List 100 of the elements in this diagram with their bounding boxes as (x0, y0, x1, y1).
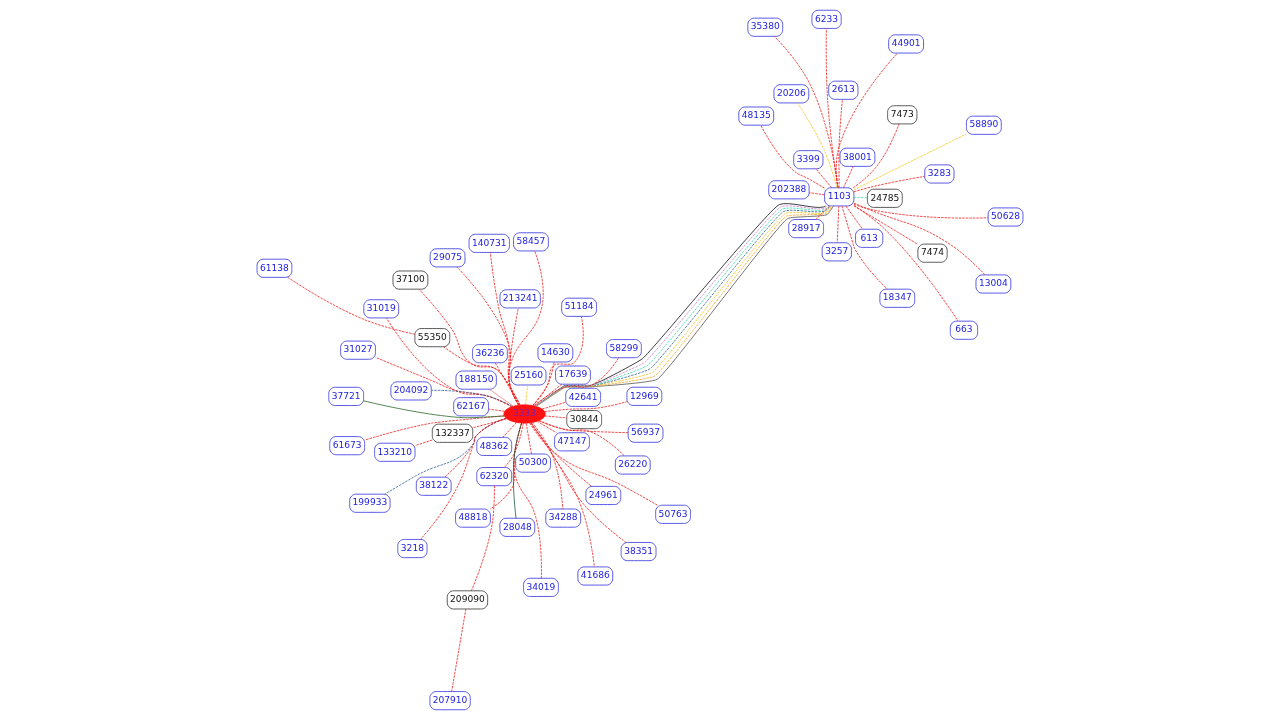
node-box: 7474 (917, 243, 948, 263)
node-box: 17639 (555, 365, 591, 385)
node-box: 38122 (415, 476, 452, 496)
node-box: 199933 (349, 493, 391, 513)
connector (843, 166, 854, 189)
node-box: 13004 (975, 274, 1012, 294)
connector (853, 203, 989, 219)
connector (472, 418, 508, 429)
node-ellipse: 3333 (503, 404, 546, 424)
node-box: 663 (949, 320, 978, 340)
connector (471, 485, 495, 591)
node-box: 2613 (828, 80, 859, 100)
node-box: 202388 (768, 180, 810, 200)
node-box: 37721 (328, 386, 364, 406)
node-box: 47147 (554, 432, 590, 452)
node-box: 188150 (455, 370, 497, 390)
connector (504, 422, 524, 468)
node-box: 209090 (446, 590, 488, 610)
connector (835, 52, 898, 189)
node-box: 31027 (340, 340, 376, 360)
node-box: 3257 (821, 242, 852, 262)
node-box: 204092 (390, 381, 432, 401)
node-box: 3218 (397, 539, 428, 558)
connector (488, 388, 514, 407)
node-box: 56937 (627, 423, 664, 443)
node-box: 36236 (472, 344, 508, 364)
connector (512, 422, 522, 519)
node-box: 6233 (811, 9, 842, 29)
node-box: 48818 (455, 508, 491, 528)
node-box: 1103 (824, 187, 855, 207)
connector (525, 384, 529, 405)
connector (815, 205, 831, 220)
connector (852, 123, 900, 189)
connector (418, 288, 521, 406)
node-box: 41686 (577, 566, 614, 586)
node-box: 613 (855, 228, 884, 248)
node-box: 7473 (887, 105, 918, 125)
node-box: 24785 (867, 188, 903, 208)
connector (532, 361, 555, 406)
connector (536, 421, 557, 434)
node-box: 213241 (499, 289, 541, 309)
node-box: 50763 (655, 504, 691, 524)
node-box: 31019 (363, 299, 400, 319)
node-box: 50300 (515, 453, 551, 473)
node-box: 58890 (966, 115, 1002, 135)
connector (808, 192, 825, 196)
connector (541, 401, 566, 410)
node-box: 50628 (987, 207, 1024, 227)
connector (531, 422, 564, 510)
node-box: 140731 (468, 233, 510, 253)
node-box: 44901 (888, 34, 924, 54)
connector (456, 266, 520, 406)
connector (444, 417, 507, 478)
node-box: 48135 (738, 106, 775, 126)
node-box: 14630 (537, 343, 574, 363)
connector (451, 608, 467, 692)
connector (431, 389, 513, 407)
node-box: 30844 (566, 410, 602, 430)
node-box: 38351 (620, 542, 657, 562)
connector (530, 422, 627, 543)
connector (530, 422, 595, 568)
node-box: 25160 (510, 366, 547, 386)
node-box: 12969 (626, 386, 663, 406)
node-box: 28048 (499, 517, 536, 537)
connector (508, 250, 544, 406)
node-box: 132337 (431, 423, 474, 443)
node-box: 24961 (585, 486, 622, 505)
node-box: 18347 (879, 288, 916, 308)
node-box: 34288 (545, 508, 581, 528)
connector (774, 36, 839, 189)
node-box: 34019 (523, 577, 559, 597)
node-box: 62320 (476, 467, 512, 487)
node-box: 20206 (773, 84, 810, 104)
connector (853, 205, 959, 322)
connector (287, 277, 416, 335)
connector (836, 205, 840, 244)
connector (845, 205, 863, 230)
connector (760, 124, 825, 189)
connector (363, 400, 505, 419)
connector (544, 415, 568, 419)
node-box: 28917 (788, 219, 824, 239)
connector (533, 357, 620, 407)
node-box: 55350 (414, 328, 451, 348)
connector (853, 196, 868, 199)
node-box: 133210 (374, 442, 416, 462)
node-box: 207910 (429, 691, 471, 711)
node-box: 29075 (429, 248, 466, 268)
node-box: 58299 (606, 339, 642, 359)
node-box: 42641 (565, 387, 601, 407)
connector (544, 401, 628, 412)
connector (489, 252, 520, 406)
connector (841, 205, 888, 290)
connector (488, 408, 506, 412)
connector (489, 422, 523, 510)
connector (443, 346, 521, 406)
node-box: 3399 (793, 150, 824, 170)
node-box: 61138 (256, 258, 293, 278)
connector (853, 202, 986, 276)
connector (525, 423, 532, 455)
node-box: 58457 (513, 232, 549, 252)
